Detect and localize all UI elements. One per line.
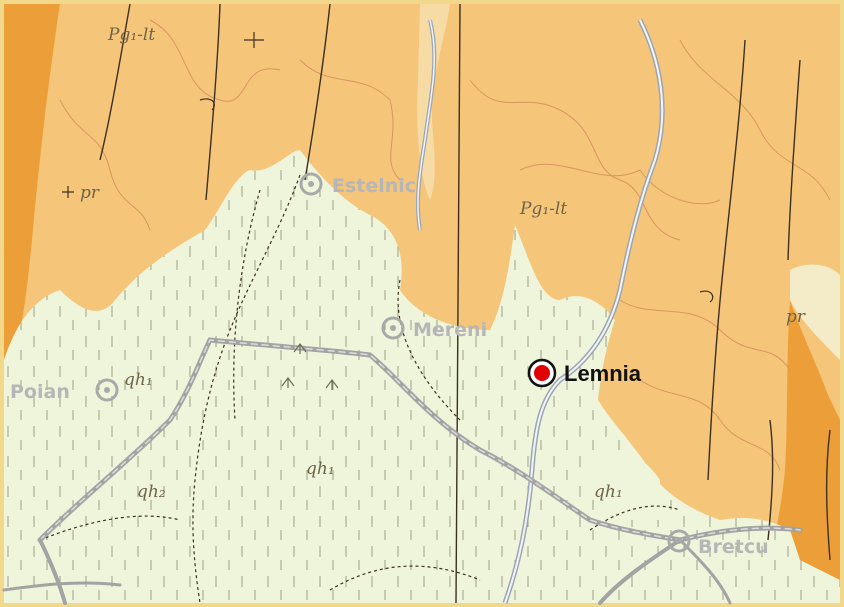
unit-label-pg-center: Pg₁-lt (519, 199, 567, 219)
unit-label-qh1-center: qh₁ (306, 459, 335, 479)
contour-lines (59, 19, 831, 471)
marker-label-lemnia: Lemnia (564, 361, 642, 386)
unit-label-pr-left: pr (80, 183, 100, 203)
dip-symbols (62, 32, 714, 303)
poian-town-icon (95, 378, 119, 402)
marker-dot-icon (534, 365, 550, 381)
unit-label-qh1-right: qh₁ (594, 482, 623, 502)
valley-strip (417, 4, 450, 200)
unit-label-qh1-poian: qh₁ (124, 370, 153, 390)
town-label-mereni: Mereni (413, 319, 487, 341)
marsh-tufts (281, 343, 339, 390)
deep-orange-strip-left (4, 4, 60, 370)
mereni-town-icon (381, 316, 405, 340)
estelnic-town-icon (299, 172, 323, 196)
town-label-poian: Poian (10, 381, 70, 403)
dotted-boundaries (39, 174, 681, 604)
lemnia-marker[interactable] (527, 358, 557, 388)
unit-label-pr-right: pr (786, 307, 806, 327)
unit-label-pg-north: Pg₁-lt (107, 25, 155, 45)
pr-pale-zone (790, 264, 840, 360)
town-label-estelnic: Estelnic (332, 175, 416, 197)
town-symbols (95, 172, 691, 553)
unit-label-qh2: qh₂ (137, 482, 166, 502)
plain-lobe (590, 451, 660, 520)
river (415, 18, 665, 604)
town-label-bretcu: Bretcu (698, 536, 769, 558)
bretcu-town-icon (667, 529, 691, 553)
